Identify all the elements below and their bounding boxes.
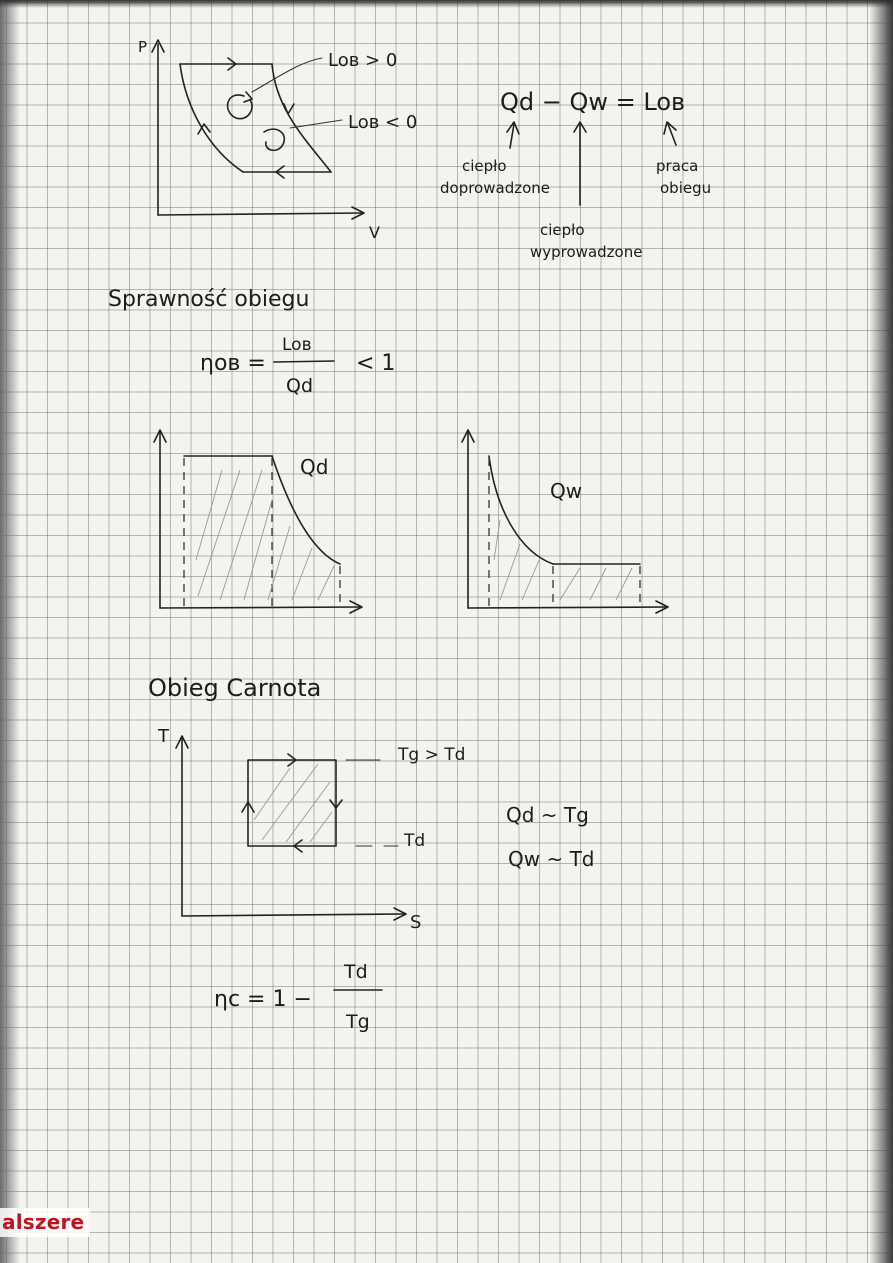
ts-right-x-arrowhead bbox=[655, 600, 669, 614]
carnot-t-label: T bbox=[157, 726, 170, 747]
pv-v-arrowhead bbox=[351, 206, 365, 220]
ts-right-curve bbox=[488, 455, 554, 565]
pv-right-arrow bbox=[283, 103, 295, 115]
pv-leader-positive bbox=[251, 57, 323, 93]
heat-in-pointer bbox=[509, 123, 515, 149]
pv-top-arrow bbox=[227, 57, 237, 71]
ts-left-label: Qd bbox=[300, 455, 328, 479]
carnot-efficiency-denominator: Tg bbox=[345, 1011, 370, 1033]
carnot-top-arrow bbox=[287, 753, 297, 767]
page-edge-left bbox=[0, 0, 20, 1263]
page-edge-top bbox=[0, 0, 893, 8]
cycle-efficiency: Sprawność obiegu ηов = Loв Qd < 1 bbox=[108, 287, 395, 397]
ts-left-x-arrowhead bbox=[349, 600, 363, 614]
ts-left-x-axis bbox=[159, 606, 361, 609]
work-line-2: obiegu bbox=[660, 179, 711, 197]
carnot-hatching bbox=[253, 763, 333, 843]
heat-out-line-1: ciepło bbox=[540, 221, 585, 239]
pv-leader-negative bbox=[289, 119, 343, 129]
carnot-cycle: Obieg Carnota T S Tg > Td Td Qd ~ Tg Qw … bbox=[148, 674, 594, 1033]
clockwise-loop-icon bbox=[226, 94, 253, 120]
ts-right-label: Qw bbox=[550, 479, 582, 503]
carnot-s-arrowhead bbox=[393, 907, 407, 921]
ts-heat-in-diagram: Qd bbox=[153, 429, 363, 614]
energy-balance: Qd − Qw = Loв ciepło doprowadzone ciepło… bbox=[440, 88, 711, 261]
efficiency-symbol: ηов = bbox=[200, 351, 266, 376]
ts-right-x-axis bbox=[467, 606, 667, 609]
carnot-left-arrow bbox=[241, 801, 255, 813]
pv-right-curve bbox=[271, 63, 332, 173]
watermark-logo: alszere bbox=[0, 1208, 91, 1237]
carnot-heading: Obieg Carnota bbox=[148, 674, 321, 702]
ts-left-y-arrowhead bbox=[153, 429, 167, 443]
carnot-s-label: S bbox=[410, 912, 421, 933]
page-edge-right bbox=[869, 0, 893, 1263]
carnot-right-arrow bbox=[329, 799, 343, 809]
carnot-relation-1: Qd ~ Tg bbox=[506, 803, 589, 827]
counterclockwise-loop-icon bbox=[263, 128, 286, 152]
ts-left-hatching bbox=[195, 469, 335, 601]
ts-right-hatching bbox=[493, 519, 633, 601]
pv-diagram: P V Loв > 0 Loв < 0 bbox=[138, 38, 417, 242]
carnot-lower-label: Td bbox=[403, 831, 425, 851]
pv-v-axis bbox=[157, 212, 363, 216]
work-arrowhead bbox=[663, 121, 677, 135]
ts-right-y-arrowhead bbox=[461, 429, 475, 443]
heat-in-line-2: doprowadzone bbox=[440, 179, 550, 197]
carnot-relation-2: Qw ~ Td bbox=[508, 847, 594, 871]
pv-label-negative: Loв < 0 bbox=[348, 112, 417, 133]
heat-out-line-2: wyprowadzone bbox=[530, 243, 642, 261]
heat-in-arrowhead bbox=[506, 121, 520, 135]
pv-p-arrowhead bbox=[151, 39, 165, 53]
work-line-1: praca bbox=[656, 157, 698, 175]
balance-equation: Qd − Qw = Loв bbox=[500, 88, 685, 116]
heat-out-arrowhead bbox=[573, 121, 587, 133]
work-pointer bbox=[667, 123, 677, 146]
carnot-efficiency-numerator: Td bbox=[343, 961, 368, 983]
ts-heat-out-diagram: Qw bbox=[461, 429, 669, 614]
carnot-t-arrowhead bbox=[175, 735, 189, 749]
efficiency-denominator: Qd bbox=[286, 375, 313, 397]
efficiency-suffix: < 1 bbox=[356, 351, 395, 376]
clockwise-loop-arrow-icon bbox=[243, 91, 253, 103]
ts-left-curve bbox=[271, 455, 341, 565]
efficiency-numerator: Loв bbox=[282, 335, 312, 355]
efficiency-fraction-bar bbox=[273, 360, 335, 363]
pv-axis-p-label: P bbox=[138, 38, 147, 56]
carnot-rectangle bbox=[247, 759, 337, 847]
pv-label-positive: Loв > 0 bbox=[328, 50, 397, 71]
pv-left-arrow bbox=[197, 123, 211, 135]
carnot-bottom-arrow bbox=[293, 839, 303, 853]
heat-in-line-1: ciepło bbox=[462, 157, 507, 175]
pv-axis-v-label: V bbox=[369, 223, 380, 242]
carnot-upper-label: Tg > Td bbox=[397, 745, 465, 765]
pv-left-curve bbox=[179, 63, 244, 173]
pv-bottom-arrow bbox=[275, 165, 285, 179]
carnot-s-axis bbox=[181, 913, 405, 917]
efficiency-heading: Sprawność obiegu bbox=[108, 287, 309, 312]
carnot-efficiency-symbol: ηc = 1 − bbox=[214, 987, 312, 1012]
